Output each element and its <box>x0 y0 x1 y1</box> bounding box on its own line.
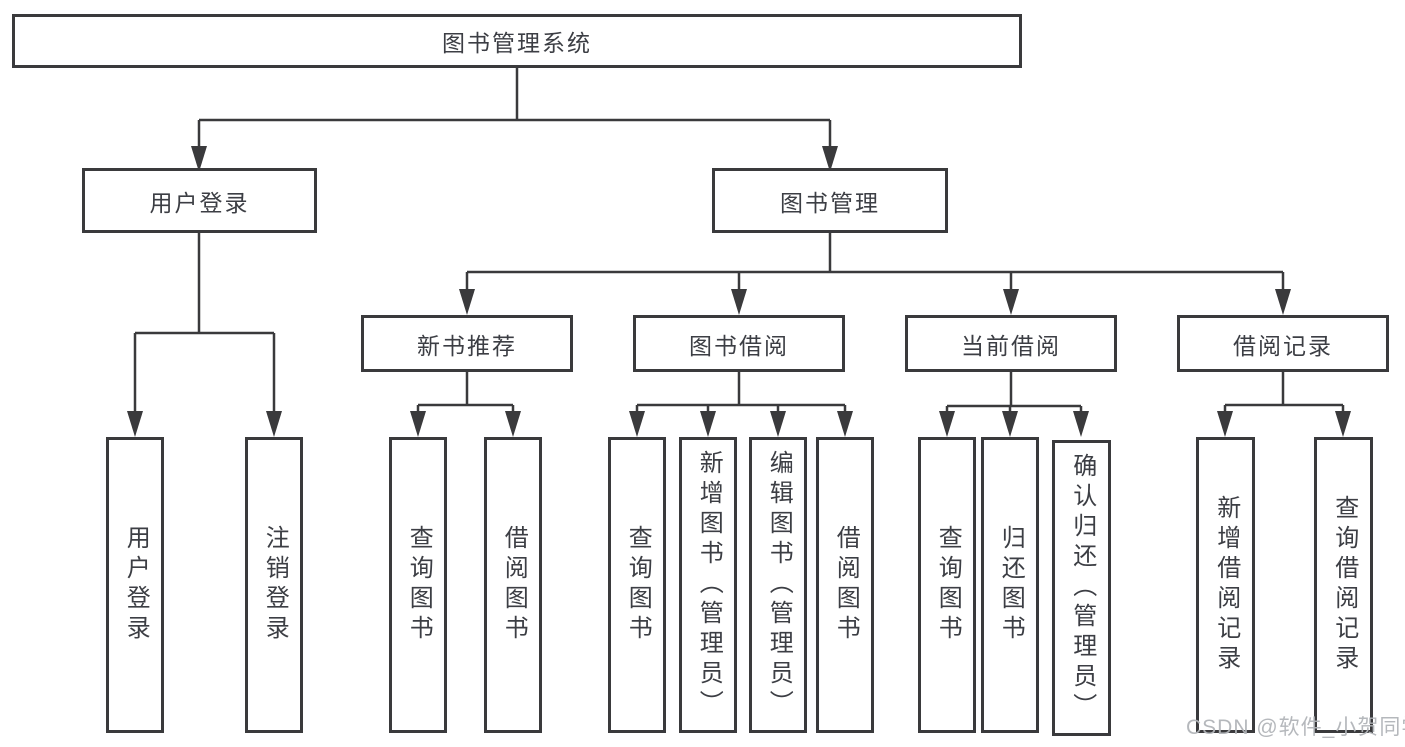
leaf-edit-books-admin: 编辑图书（管理员） <box>749 437 807 733</box>
leaf-query-borrow-record: 查询借阅记录 <box>1314 437 1373 733</box>
node-user-login-branch: 用户登录 <box>82 168 317 233</box>
node-label: 用户登录 <box>149 189 250 216</box>
leaf-label: 编辑图书（管理员） <box>765 450 793 720</box>
leaf-label: 新增图书（管理员） <box>695 450 723 720</box>
leaf-label: 查询图书 <box>934 525 962 645</box>
leaf-label: 用户登录 <box>122 525 150 645</box>
leaf-confirm-return-admin: 确认归还（管理员） <box>1052 440 1111 736</box>
node-current-borrow: 当前借阅 <box>905 315 1117 372</box>
node-label: 图书管理系统 <box>442 30 592 56</box>
leaf-label: 查询图书 <box>624 525 652 645</box>
arrowheads <box>127 146 1351 437</box>
leaf-borrow-books: 借阅图书 <box>816 437 874 733</box>
node-label: 当前借阅 <box>961 332 1061 359</box>
node-book-management-branch: 图书管理 <box>712 168 948 233</box>
node-book-borrow: 图书借阅 <box>633 315 845 372</box>
node-new-book-recommend: 新书推荐 <box>361 315 573 372</box>
leaf-query-books-borrow: 查询图书 <box>608 437 666 733</box>
leaf-user-login: 用户登录 <box>106 437 164 733</box>
leaf-query-books-recommend: 查询图书 <box>389 437 447 733</box>
leaf-logout: 注销登录 <box>245 437 303 733</box>
node-root-library-system: 图书管理系统 <box>12 14 1022 68</box>
leaf-label: 注销登录 <box>261 525 289 645</box>
leaf-borrow-books-recommend: 借阅图书 <box>484 437 542 733</box>
leaf-label: 查询借阅记录 <box>1330 495 1358 675</box>
node-label: 新书推荐 <box>417 332 517 359</box>
leaf-add-borrow-record: 新增借阅记录 <box>1196 437 1255 733</box>
csdn-watermark: CSDN @软件_小贺同学 <box>1186 716 1405 739</box>
leaf-label: 归还图书 <box>997 525 1025 645</box>
node-label: 图书借阅 <box>689 332 789 359</box>
leaf-label: 借阅图书 <box>832 525 860 645</box>
leaf-label: 新增借阅记录 <box>1212 495 1240 675</box>
leaf-add-books-admin: 新增图书（管理员） <box>679 437 737 733</box>
node-borrow-records: 借阅记录 <box>1177 315 1389 372</box>
node-label: 借阅记录 <box>1233 332 1333 359</box>
leaf-query-books-current: 查询图书 <box>918 437 976 733</box>
leaf-return-books: 归还图书 <box>981 437 1039 733</box>
leaf-label: 借阅图书 <box>500 525 528 645</box>
leaf-label: 查询图书 <box>405 525 433 645</box>
node-label: 图书管理 <box>780 189 880 216</box>
leaf-label: 确认归还（管理员） <box>1068 453 1096 723</box>
